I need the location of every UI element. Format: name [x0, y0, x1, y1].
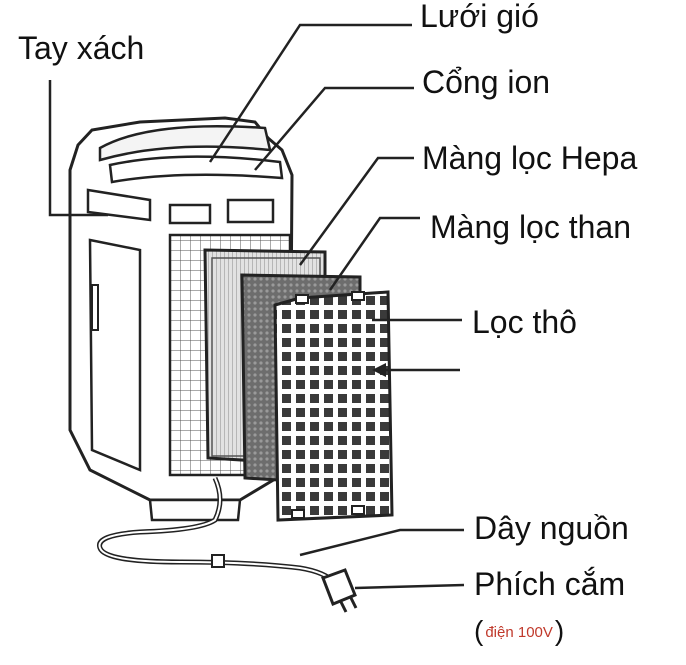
pre-filter	[273, 290, 394, 522]
label-carbon-filter: Màng lọc than	[430, 209, 632, 245]
power-cord	[97, 476, 337, 585]
arrowhead-icon	[372, 363, 386, 377]
note-open-paren: (	[474, 615, 484, 646]
voltage-note: (điện 100V)	[474, 617, 564, 645]
label-hepa-filter: Màng lọc Hepa	[422, 140, 638, 176]
note-voltage-text: điện 100V	[485, 624, 553, 642]
label-handle: Tay xách	[18, 30, 145, 66]
leader-lines	[48, 23, 465, 590]
label-ion-port: Cổng ion	[422, 64, 551, 100]
note-close-paren: )	[554, 615, 565, 646]
label-pre-filter: Lọc thô	[472, 304, 577, 340]
plug	[321, 568, 358, 613]
label-power-cord: Dây nguồn	[474, 510, 629, 546]
label-grille: Lưới gió	[420, 0, 539, 34]
label-plug: Phích cắm	[474, 566, 626, 602]
